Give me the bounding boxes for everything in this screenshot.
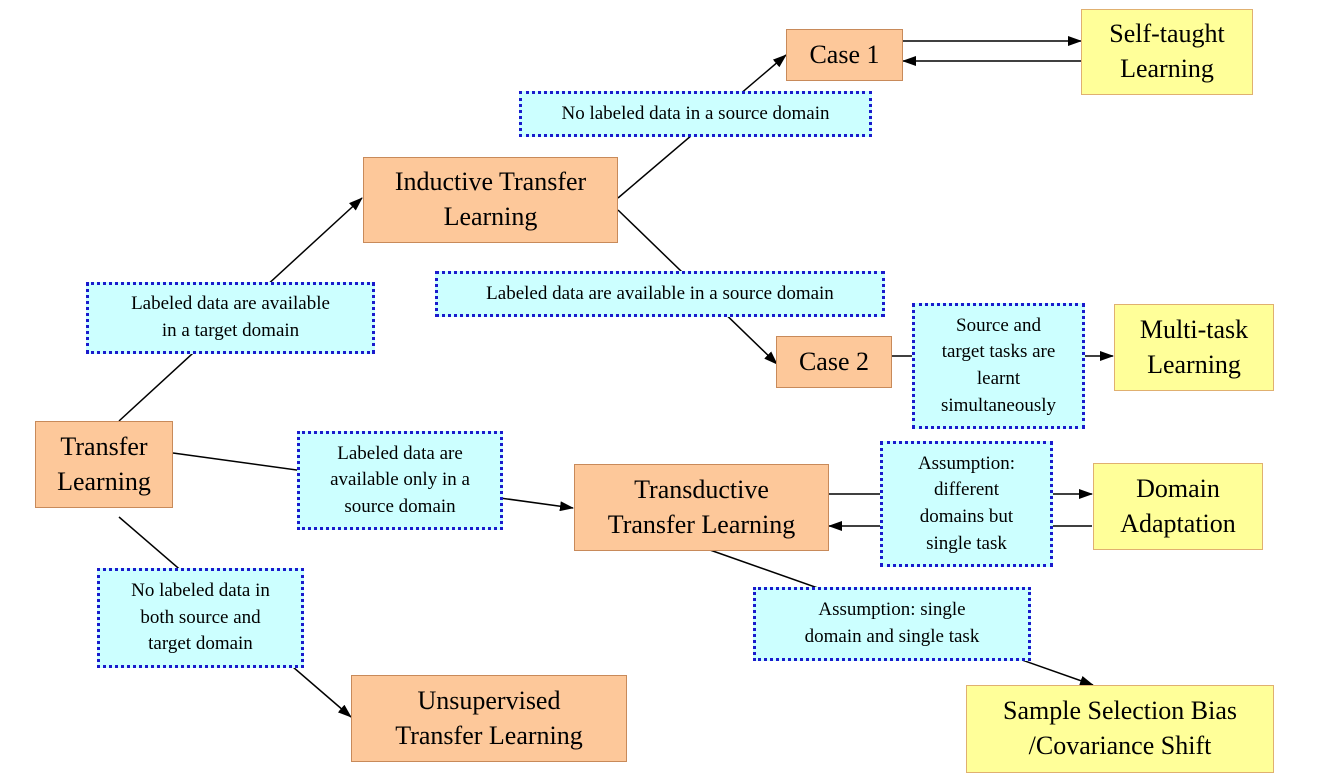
node-multi-task-label: Multi-task Learning xyxy=(1139,314,1249,379)
condition-labeled-source-text: Labeled data are available in a source d… xyxy=(486,282,834,304)
node-unsupervised-label: Unsupervised Transfer Learning xyxy=(395,685,583,750)
node-sample-selection-label: Sample Selection Bias /Covariance Shift xyxy=(1003,696,1237,760)
condition-multi-task-text: Source and target tasks are learnt simul… xyxy=(940,314,1057,416)
condition-labeled-source: Labeled data are available in a source d… xyxy=(435,271,885,317)
node-case-1: Case 1 xyxy=(786,29,903,81)
node-case-2-label: Case 2 xyxy=(798,346,870,376)
node-transductive-transfer-learning: Transductive Transfer Learning xyxy=(574,464,829,551)
node-sample-selection-bias: Sample Selection Bias /Covariance Shift xyxy=(966,685,1274,773)
condition-assumption-different-domains-text: Assumption: different domains but single… xyxy=(917,452,1016,554)
node-inductive-transfer-learning: Inductive Transfer Learning xyxy=(363,157,618,243)
node-case-2: Case 2 xyxy=(776,336,892,388)
node-unsupervised-transfer-learning: Unsupervised Transfer Learning xyxy=(351,675,627,762)
node-self-taught-learning: Self-taught Learning xyxy=(1081,9,1253,95)
condition-assumption-single: Assumption: single domain and single tas… xyxy=(753,587,1031,661)
condition-no-labeled-source: No labeled data in a source domain xyxy=(519,91,872,137)
node-transfer-learning-label: Transfer Learning xyxy=(57,431,151,496)
condition-labeled-source-only-text: Labeled data are available only in a sou… xyxy=(330,442,470,517)
condition-labeled-target-text: Labeled data are available in a target d… xyxy=(131,293,330,341)
node-self-taught-label: Self-taught Learning xyxy=(1109,19,1225,83)
node-multi-task-learning: Multi-task Learning xyxy=(1114,304,1274,391)
condition-no-labeled-source-text: No labeled data in a source domain xyxy=(561,102,830,124)
condition-no-labeled-both-text: No labeled data in both source and targe… xyxy=(131,580,270,655)
condition-labeled-target: Labeled data are available in a target d… xyxy=(86,282,375,354)
node-transfer-learning: Transfer Learning xyxy=(35,421,173,508)
node-domain-adaptation: Domain Adaptation xyxy=(1093,463,1263,550)
condition-assumption-different-domains: Assumption: different domains but single… xyxy=(880,441,1053,567)
node-case-1-label: Case 1 xyxy=(809,39,880,69)
condition-labeled-source-only: Labeled data are available only in a sou… xyxy=(297,431,503,530)
node-inductive-label: Inductive Transfer Learning xyxy=(394,167,587,231)
condition-assumption-single-text: Assumption: single domain and single tas… xyxy=(804,599,980,647)
condition-multi-task: Source and target tasks are learnt simul… xyxy=(912,303,1085,429)
condition-no-labeled-both: No labeled data in both source and targe… xyxy=(97,568,304,668)
node-domain-adaptation-label: Domain Adaptation xyxy=(1120,473,1236,538)
node-transductive-label: Transductive Transfer Learning xyxy=(607,474,796,539)
